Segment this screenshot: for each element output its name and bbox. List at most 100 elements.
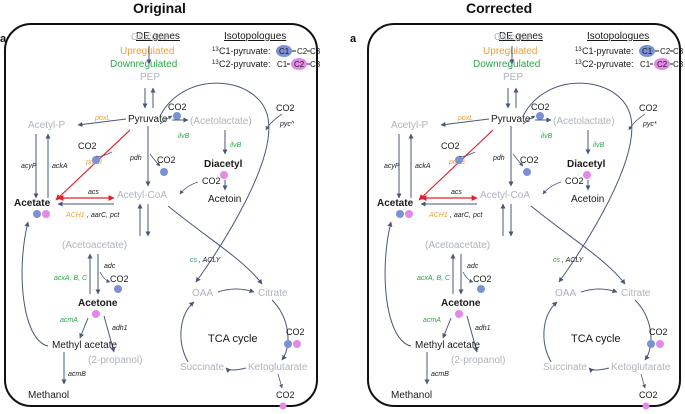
acmb-gene: acmB [431, 371, 449, 378]
diacetyl-label: Diacetyl [567, 159, 606, 170]
pyc-gene: pyc* [642, 121, 657, 128]
iso2-superscript: 13 [212, 60, 219, 66]
co2-pyruvate: CO2 [168, 102, 187, 112]
methanol-label: Methanol [28, 390, 69, 401]
panel-original: DE genes Upregulated Downregulated Isoto… [4, 23, 321, 410]
acyp-gene: acyP [384, 163, 400, 170]
acetyl-coa-label: Acetyl-CoA [480, 190, 530, 201]
iso1-superscript: 13 [575, 47, 582, 53]
upregulated-label: Upregulated [120, 46, 174, 57]
glucose-label: Glucose [131, 32, 168, 43]
acly-gene: , ACLY [199, 257, 222, 264]
poxl-gene: poxL [94, 115, 110, 122]
panel-corrected: DE genes Upregulated Downregulated Isoto… [367, 23, 684, 410]
isotopologues-title: Isotopologues [587, 31, 649, 42]
pyc-gene: pyc^ [279, 121, 295, 128]
tca-cycle-label: TCA cycle [571, 333, 621, 345]
isotopologues-title: Isotopologues [224, 31, 286, 42]
iso1-c2: C2 [297, 47, 308, 56]
adh1-gene: adh1 [112, 325, 128, 332]
ach1-gene: ACH1 [428, 212, 448, 219]
pep-label: PEP [503, 72, 523, 83]
acetolactate-label: (Acetolactate) [553, 116, 615, 127]
oaa-label: OAA [555, 288, 576, 299]
co2-citrate: CO2 [649, 327, 668, 337]
iso1-c1: C1 [642, 47, 653, 56]
pdh-gene: pdh [492, 155, 505, 162]
diacetyl-label: Diacetyl [204, 159, 243, 170]
c2-marker-pink [291, 58, 307, 70]
co2-pdh: CO2 [520, 155, 539, 165]
succinate-label: Succinate [180, 362, 224, 373]
co2-acetylcoa: CO2 [202, 176, 221, 186]
cs-gene: cs [553, 257, 561, 264]
co2-poxb: CO2 [78, 141, 97, 151]
acx-genes: acxA, B, C [417, 275, 451, 282]
co2-ketoglutarate: CO2 [639, 390, 658, 400]
acetyl-p-label: Acetyl-P [28, 120, 66, 131]
acs-gene: acs [451, 189, 462, 196]
co2-pyruvate: CO2 [531, 102, 550, 112]
c1-marker-blue [639, 45, 655, 57]
iso1-c3: C3 [673, 47, 684, 56]
de-genes-title: DE genes [499, 31, 543, 42]
glucose-label: Glucose [494, 32, 531, 43]
iso1-c2: C2 [660, 47, 671, 56]
tca-cycle-label: TCA cycle [208, 333, 258, 345]
ilvb-gene-1: ilvB [178, 133, 190, 140]
downregulated-label: Downregulated [110, 59, 177, 70]
propanol-label: (2-propanol) [88, 355, 142, 366]
iso1-c1: C1 [279, 47, 290, 56]
iso2-c1: C1 [640, 60, 651, 69]
adc-gene: adc [104, 263, 116, 270]
c1-marker-blue [276, 45, 292, 57]
ilvb-gene-2: ilvB [230, 142, 242, 149]
ketoglutarate-label: Ketoglutarate [248, 362, 308, 373]
co2-adc: CO2 [473, 274, 492, 284]
co2-pyc: CO2 [276, 103, 295, 113]
ilvb-gene-1: ilvB [541, 133, 553, 140]
panel-heading-corrected: Corrected [466, 0, 532, 16]
citrate-label: Citrate [621, 288, 651, 299]
acetate-label: Acetate [14, 198, 51, 209]
downregulated-label: Downregulated [473, 59, 540, 70]
panel-frame [367, 23, 681, 407]
iso2-label: C2-pyruvate: [582, 59, 634, 69]
acetyl-coa-label: Acetyl-CoA [117, 190, 167, 201]
acx-genes: acxA, B, C [54, 275, 88, 282]
iso1-superscript: 13 [212, 47, 219, 53]
pdh-gene: pdh [129, 155, 142, 162]
methyl-acetate-label: Methyl acetate [415, 340, 480, 351]
acetyl-p-label: Acetyl-P [391, 120, 429, 131]
methyl-acetate-label: Methyl acetate [52, 340, 117, 351]
panel-heading-original: Original [133, 0, 186, 16]
succinate-label: Succinate [543, 362, 587, 373]
ketoglutarate-label: Ketoglutarate [611, 362, 671, 373]
co2-ketoglutarate: CO2 [276, 390, 295, 400]
acmb-gene: acmB [68, 371, 86, 378]
iso2-c2: C2 [294, 60, 305, 69]
adc-gene: adc [467, 263, 479, 270]
aarc-pct-genes: , aarC, pct [450, 212, 483, 219]
co2-poxb: CO2 [441, 141, 460, 151]
acma-gene: acmA [60, 317, 78, 324]
acetoacetate-label: (Acetoacetate) [425, 240, 490, 251]
pyruvate-label: Pyruvate [491, 114, 531, 125]
co2-acetylcoa: CO2 [565, 176, 584, 186]
iso2-c2: C2 [657, 60, 668, 69]
pyruvate-label: Pyruvate [128, 114, 168, 125]
adh1-gene: adh1 [475, 325, 491, 332]
iso2-label: C2-pyruvate: [219, 59, 271, 69]
acetolactate-label: (Acetolactate) [190, 116, 252, 127]
cs-gene: cs [190, 257, 198, 264]
de-genes-title: DE genes [136, 31, 180, 42]
iso1-c3: C3 [310, 47, 321, 56]
acetone-label: Acetone [78, 298, 118, 309]
iso2-c3: C3 [310, 60, 321, 69]
acetate-label: Acetate [377, 198, 414, 209]
acly-gene: , ACLY [562, 257, 585, 264]
ilvb-gene-2: ilvB [593, 142, 605, 149]
panel-frame [4, 23, 318, 407]
co2-pyc: CO2 [639, 103, 658, 113]
